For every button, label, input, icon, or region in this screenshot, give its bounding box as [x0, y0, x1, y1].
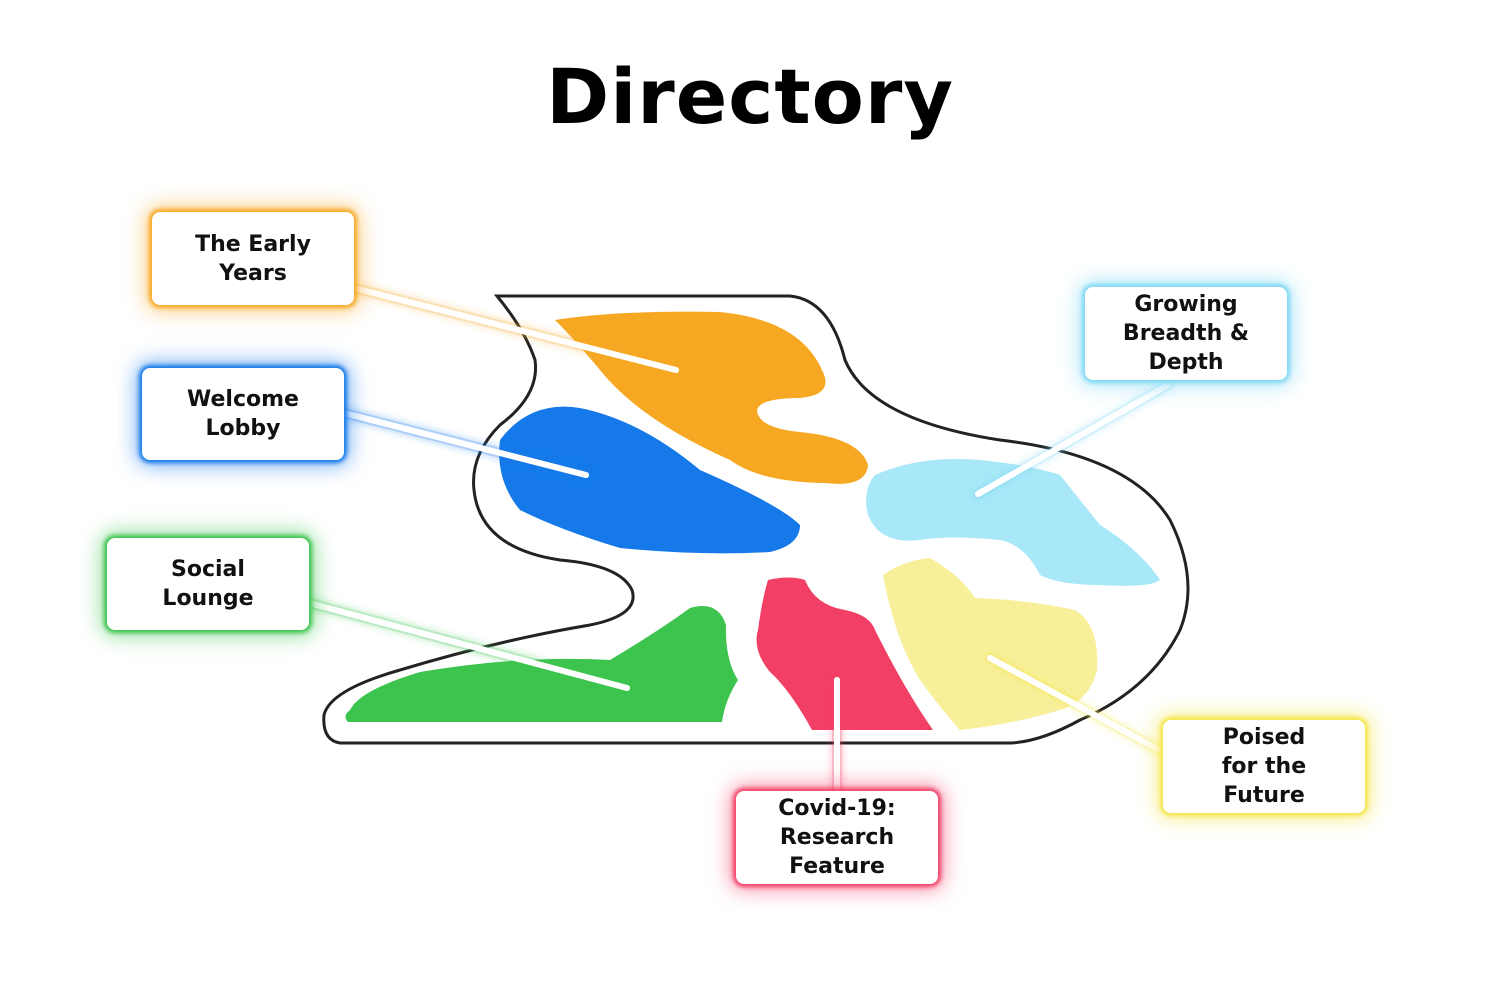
label-poised[interactable]: Poised for the Future	[1163, 720, 1365, 813]
page-title: Directory	[546, 52, 954, 141]
zone-growing[interactable]	[866, 459, 1160, 586]
label-social-lounge[interactable]: Social Lounge	[107, 538, 309, 630]
label-early-years[interactable]: The Early Years	[152, 212, 354, 305]
label-covid[interactable]: Covid-19: Research Feature	[736, 791, 938, 884]
zone-covid[interactable]	[756, 577, 934, 731]
label-welcome-lobby[interactable]: Welcome Lobby	[142, 368, 344, 460]
label-growing[interactable]: Growing Breadth & Depth	[1085, 287, 1287, 380]
zone-welcome-lobby[interactable]	[499, 406, 800, 554]
